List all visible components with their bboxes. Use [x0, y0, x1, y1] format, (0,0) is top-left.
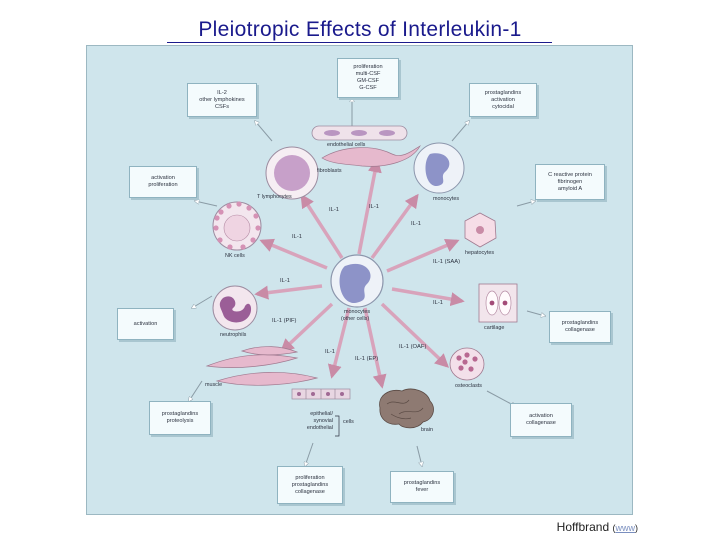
credit-author: Hoffbrand	[556, 520, 610, 534]
il1-label-e: IL-1 (SAA)	[433, 259, 461, 265]
arrow-nk	[259, 238, 328, 270]
label-nk-cells: NK cells	[225, 253, 245, 259]
arrow-neutrophils	[254, 284, 323, 300]
label-endothelial-cells: endothelial cells	[327, 142, 366, 148]
credit-link[interactable]: www	[615, 523, 636, 533]
label-monocytes-top: monocytes	[433, 196, 460, 202]
il1-label-b: IL-1	[369, 204, 379, 210]
il1-label-f: IL-1	[280, 278, 290, 284]
slide-title: Pleiotropic Effects of Interleukin-1	[198, 18, 522, 41]
label-brain: brain	[421, 427, 433, 433]
arrow-muscle	[279, 302, 334, 353]
fibroblast-shape	[321, 145, 421, 167]
arrow-brain	[363, 307, 387, 389]
arrow-t-lymphocytes	[300, 193, 344, 259]
arrow-hepatocytes	[386, 238, 460, 273]
label-muscle: muscle	[205, 382, 223, 388]
label-hepatocytes: hepatocytes	[465, 250, 495, 256]
title-underline	[167, 42, 552, 43]
label-osteoclasts: osteoclasts	[455, 383, 482, 389]
il1-label-a: IL-1	[329, 207, 339, 213]
il1-label-d: IL-1	[292, 234, 302, 240]
box-neutrophil-activation: activation	[117, 308, 174, 340]
il1-label-i: IL-1	[325, 349, 335, 355]
il1-label-j: IL-1 (EP)	[355, 356, 379, 362]
arrow-osteoclasts	[380, 302, 450, 368]
label-center-monocytes: monocytes	[344, 309, 371, 315]
il1-arrows	[254, 158, 465, 389]
brain-shape	[379, 388, 434, 429]
label-t-lymphocytes: T lymphocytes	[257, 194, 292, 200]
epithelial-cells-shape	[291, 388, 351, 400]
arrow-cartilage	[391, 287, 465, 307]
arrow-epithelial	[327, 307, 351, 379]
muscle-shape	[205, 346, 319, 386]
label-cells: cells	[343, 419, 354, 425]
label-epithelial-list: epithelial/ synovial endothelial	[306, 411, 333, 431]
il1-label-c: IL-1	[411, 221, 421, 227]
figure-credit: Hoffbrand (www)	[556, 520, 638, 534]
il1-label-h: IL-1 (PIF)	[272, 318, 297, 324]
il1-label-g: IL-1	[433, 300, 443, 306]
arrow-monocytes	[370, 193, 419, 260]
endothelial-cells-shape	[311, 125, 408, 141]
result-arrows	[189, 98, 545, 466]
arrow-fibroblasts	[357, 158, 382, 255]
il1-label-k: IL-1 (OAF)	[399, 344, 427, 350]
label-center-other: (other cells)	[341, 316, 370, 322]
label-cartilage: cartilage	[484, 325, 505, 331]
diagram-graphics	[87, 46, 634, 516]
label-neutrophils: neutrophils	[220, 332, 247, 338]
label-fibroblasts: fibroblasts	[317, 168, 342, 174]
cells-bracket	[335, 415, 340, 437]
